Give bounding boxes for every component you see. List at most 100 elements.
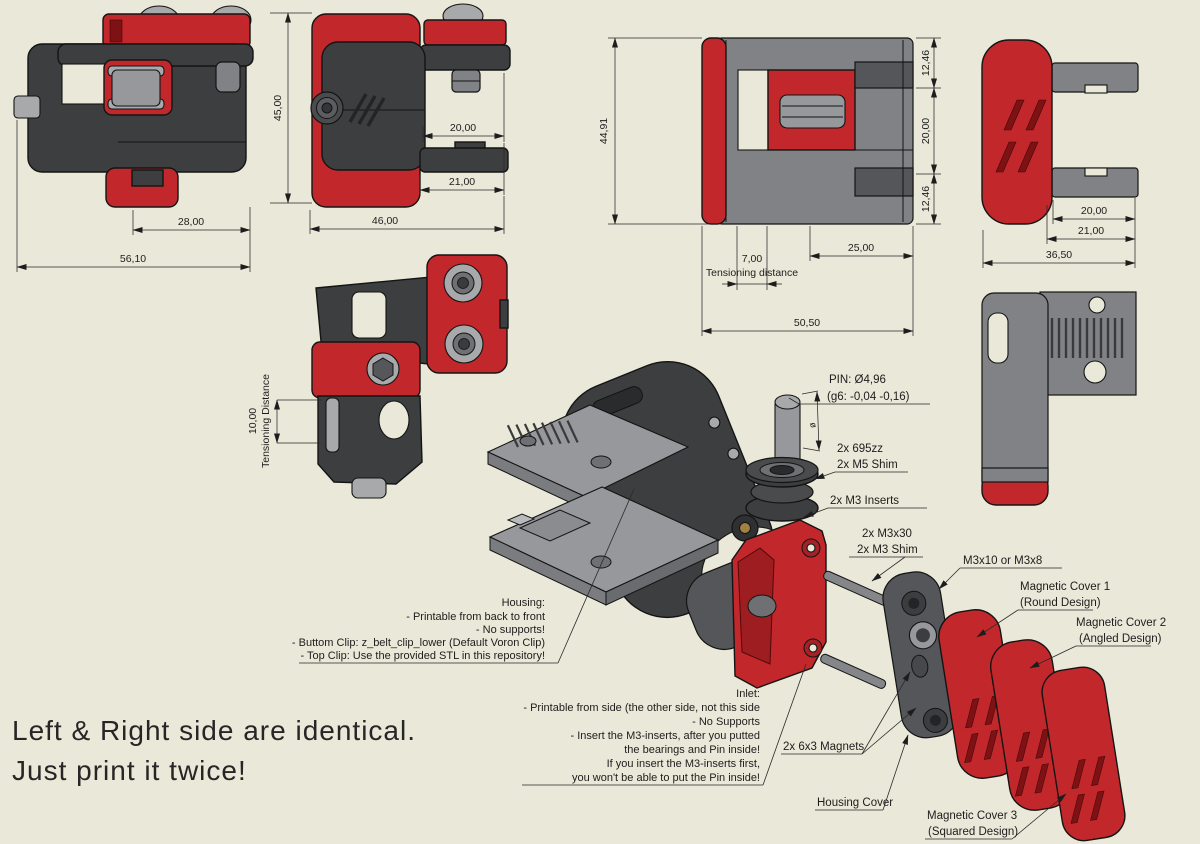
persp-red-plate: [426, 254, 509, 374]
dim-side-56: 56,10: [16, 120, 251, 272]
view-cover-front: 20,00 21,00 36,50: [981, 39, 1139, 268]
tension-distance-label: Tensioning Distance: [260, 374, 272, 468]
top-arm-lower: [854, 167, 914, 197]
dim-perspective-tension: 10,00 Tensioning Distance: [247, 374, 322, 468]
inlet-note-line: - Printable from side (the other side, n…: [523, 702, 760, 714]
inlet: [731, 519, 827, 689]
coverside-ribs: [1050, 318, 1124, 358]
front-top-arm: [419, 3, 511, 93]
inlet-note-line: If you insert the M3-inserts first,: [607, 758, 760, 770]
dim-coverfront-20: 20,00: [1052, 198, 1136, 268]
cover-body: [981, 39, 1053, 225]
dim-label: 28,00: [178, 216, 204, 228]
dim-top-5050: 50,50: [701, 226, 914, 336]
top-arm-upper: [854, 61, 914, 89]
view-side: 28,00 56,10: [13, 5, 254, 272]
callout-pin: PIN: Ø4,96 (g6: -0,04 -0,16): [788, 374, 930, 405]
dim-top-25: 25,00: [809, 226, 914, 336]
dim-label: 45,00: [272, 95, 284, 121]
magnetic-cover-3: [1041, 666, 1126, 842]
side-bearing: [103, 59, 173, 116]
side-top-clip: [102, 5, 252, 49]
inlet-note-title: Inlet:: [736, 688, 760, 700]
dim-top-4491: 44,91: [598, 37, 718, 225]
dim-front-21: 21,00: [419, 143, 505, 195]
callout-text: (Squared Design): [928, 826, 1018, 838]
coverside-hole-large: [1083, 360, 1107, 384]
front-pivot-bolt: [310, 91, 344, 125]
dim-label: 50,50: [794, 317, 820, 329]
callout-bearing: 2x 695zz 2x M5 Shim: [814, 443, 908, 480]
dim-pin-length: ø: [801, 390, 822, 452]
front-bottom-arm: [419, 141, 509, 173]
dim-label: 21,00: [449, 176, 475, 188]
callout-housing-cover: Housing Cover: [815, 734, 909, 811]
pin-diameter-symbol: ø: [808, 421, 819, 429]
top-tension-gap: [737, 69, 769, 151]
cover-arm-notch: [1084, 84, 1108, 94]
callout-text: Housing Cover: [817, 797, 893, 809]
persp-lower-body: [317, 395, 423, 499]
identical-note-line2: Just print it twice!: [12, 755, 247, 786]
coverside-rib-plate: [1039, 291, 1137, 396]
clip-plate-bottom: [488, 486, 720, 606]
dim-label: 20,00: [920, 118, 932, 144]
housing-note-line: - No supports!: [476, 624, 545, 636]
front-hatch-mark: [348, 93, 386, 127]
cover-arm-notch: [1084, 167, 1108, 177]
housing-note: Housing: - Printable from back to front …: [292, 488, 635, 664]
dim-label: 12,46: [920, 50, 932, 76]
identical-note-line1: Left & Right side are identical.: [12, 715, 416, 746]
dim-front-45: 45,00: [270, 12, 312, 204]
dim-coverfront-3650: 36,50: [982, 230, 1136, 268]
inlet-note-line: you won't be able to put the Pin inside!: [572, 772, 760, 784]
callout-text: Magnetic Cover 2: [1076, 617, 1166, 629]
view-top: 44,91 12,46 20,00 12,46 7,00 Tensioning …: [598, 37, 941, 336]
dim-coverfront-21: 21,00: [1046, 205, 1136, 244]
dim-side-28: 28,00: [132, 207, 251, 272]
callout-text: PIN: Ø4,96: [829, 374, 886, 386]
housing-note-line: - Top Clip: Use the provided STL in this…: [300, 650, 545, 662]
callout-cover-screws: M3x10 or M3x8: [938, 555, 1062, 590]
callout-text: 2x M3x30: [862, 528, 912, 540]
dim-label: 44,91: [598, 118, 610, 144]
callout-text: 2x M3 Shim: [857, 544, 918, 556]
callout-text: M3x10 or M3x8: [963, 555, 1042, 567]
callout-magnetic-cover-2: Magnetic Cover 2 (Angled Design): [1029, 617, 1166, 669]
dim-label: 25,00: [848, 242, 874, 254]
callouts: PIN: Ø4,96 (g6: -0,04 -0,16) 2x 695zz 2x…: [781, 374, 1166, 840]
callout-text: Magnetic Cover 1: [1020, 581, 1110, 593]
dim-label: 56,10: [120, 253, 146, 265]
callout-text: (Round Design): [1020, 597, 1101, 609]
top-bearing: [779, 94, 846, 129]
side-pin-end: [13, 95, 41, 119]
top-red-cap: [701, 37, 727, 225]
view-perspective: 10,00 Tensioning Distance: [247, 254, 509, 499]
callout-text: 2x M3 Inserts: [830, 495, 899, 507]
callout-magnetic-cover-3: Magnetic Cover 3 (Squared Design): [925, 793, 1067, 840]
callout-text: Magnetic Cover 3: [927, 810, 1017, 822]
dim-top-tension: 7,00 Tensioning distance: [706, 226, 798, 290]
dim-top-right-stack: 12,46 20,00 12,46: [916, 37, 941, 225]
inlet-note-line: the bearings and Pin inside!: [624, 744, 760, 756]
housing-note-line: - Printable from back to front: [406, 611, 545, 623]
callout-magnetic-cover-1: Magnetic Cover 1 (Round Design): [976, 581, 1110, 638]
callout-text: 2x 6x3 Magnets: [783, 741, 864, 753]
housing-note-line: - Buttom Clip: z_belt_clip_lower (Defaul…: [292, 637, 545, 649]
exploded-view: ø: [486, 360, 1126, 842]
dim-label: 20,00: [1081, 205, 1107, 217]
tension-distance-label: Tensioning distance: [706, 267, 798, 279]
inlet-note: Inlet: - Printable from side (the other …: [522, 663, 807, 786]
coverside-hole-small: [1088, 296, 1106, 314]
callout-text: (Angled Design): [1079, 633, 1162, 645]
dim-front-46: 46,00: [309, 196, 505, 234]
dim-label: 46,00: [372, 215, 398, 227]
coverside-body: [981, 292, 1049, 506]
callout-text: (g6: -0,04 -0,16): [827, 391, 910, 403]
clip-plate-top: [486, 404, 690, 511]
side-bottom-clip: [105, 167, 179, 208]
dim-label: 20,00: [450, 122, 476, 134]
inlet-note-line: - Insert the M3-inserts, after you putte…: [570, 730, 760, 742]
